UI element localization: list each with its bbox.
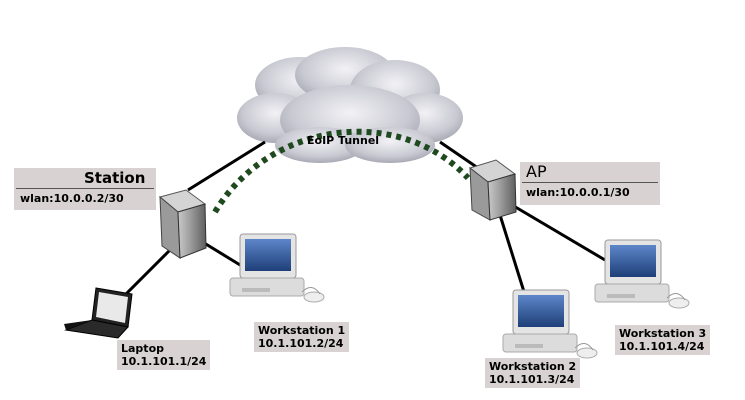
ws2-label: Workstation 2 10.1.101.3/24	[485, 358, 581, 388]
ws1-name: Workstation 1	[258, 324, 346, 337]
laptop-label: Laptop 10.1.101.1/24	[117, 340, 211, 370]
ws1-label: Workstation 1 10.1.101.2/24	[254, 322, 350, 352]
laptop-name: Laptop	[121, 342, 164, 355]
laptop-icon	[64, 287, 133, 339]
link-ap-ws3	[511, 203, 606, 262]
ap-label: AP wlan:10.0.0.1/30	[520, 162, 660, 205]
ap-divider	[522, 182, 658, 183]
ap-name: AP	[526, 162, 547, 181]
link-ap-cloud	[439, 140, 479, 170]
eoip-tunnel-path	[212, 128, 471, 214]
ap-router-icon	[468, 159, 517, 221]
workstation-2-icon	[502, 289, 598, 359]
station-router-icon	[158, 189, 207, 259]
link-ap-ws2	[498, 214, 527, 296]
station-name: Station	[84, 169, 146, 187]
link-station-laptop	[123, 248, 172, 297]
ws3-label: Workstation 3 10.1.101.4/24	[615, 325, 711, 355]
station-wlan: wlan:10.0.0.2/30	[20, 192, 124, 205]
ws3-name: Workstation 3	[619, 327, 707, 340]
station-label: Station wlan:10.0.0.2/30	[14, 168, 156, 210]
ws1-addr: 10.1.101.2/24	[258, 337, 344, 350]
workstation-3-icon	[594, 239, 690, 309]
ws2-addr: 10.1.101.3/24	[489, 373, 575, 386]
link-station-cloud	[187, 140, 266, 192]
cloud-icon	[237, 47, 463, 163]
station-divider	[16, 188, 154, 189]
ws2-name: Workstation 2	[489, 360, 577, 373]
laptop-addr: 10.1.101.1/24	[121, 355, 207, 368]
ap-wlan: wlan:10.0.0.1/30	[526, 186, 630, 199]
tunnel-label: EoIP Tunnel	[307, 134, 379, 147]
ws3-addr: 10.1.101.4/24	[619, 340, 705, 353]
workstation-1-icon	[229, 233, 325, 303]
